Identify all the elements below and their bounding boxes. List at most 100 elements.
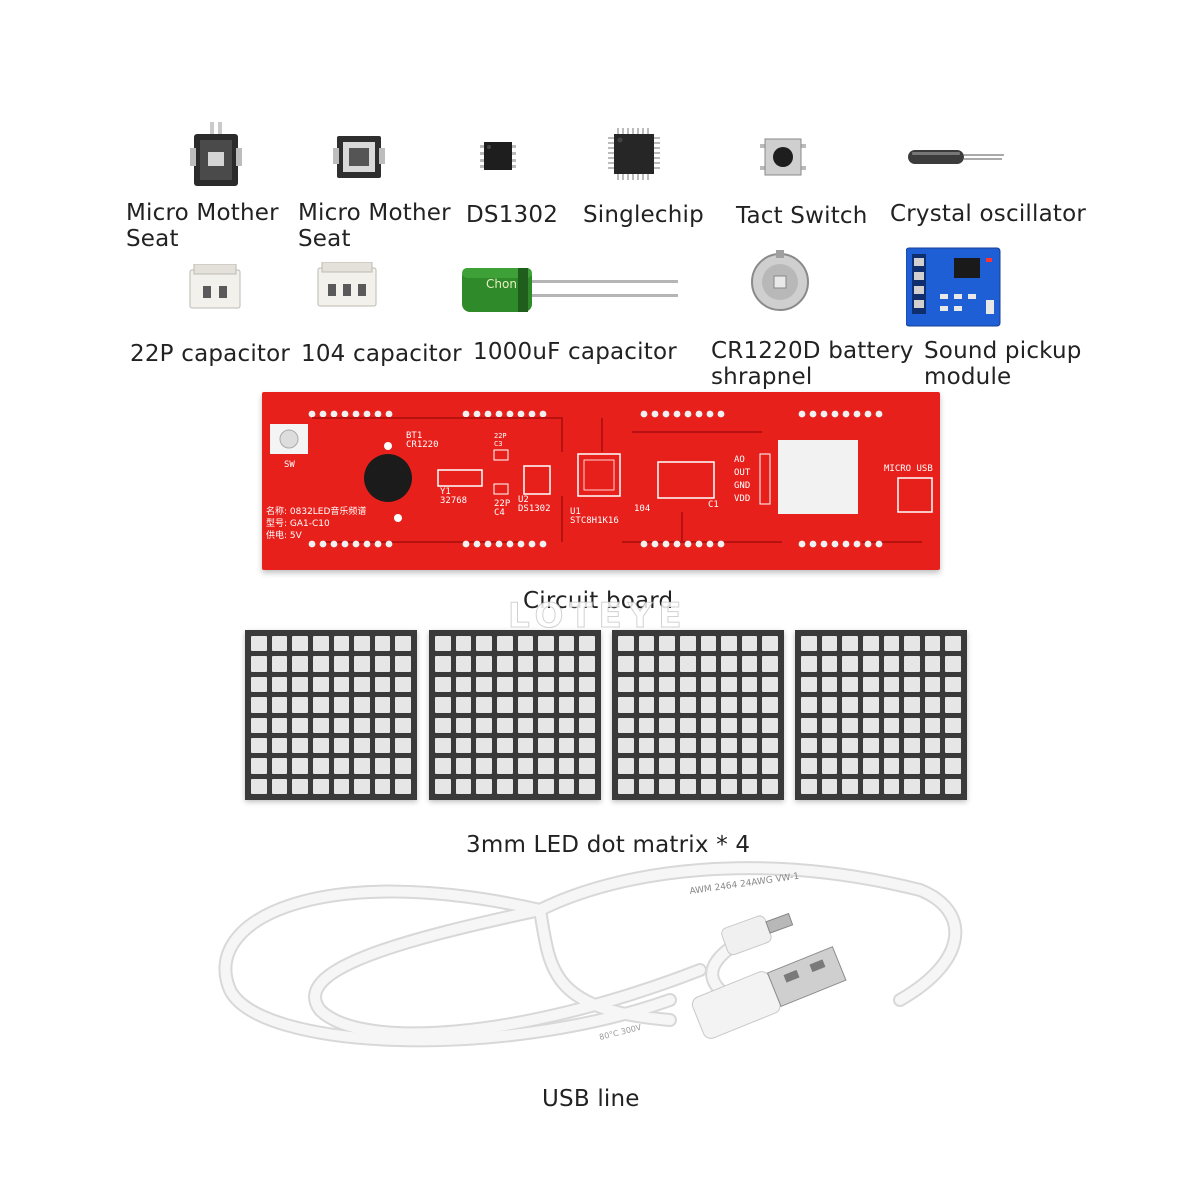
led-dot <box>883 676 900 693</box>
led-dot <box>721 778 737 794</box>
led-dot <box>538 676 554 693</box>
led-dot <box>801 758 817 774</box>
led-dot <box>638 676 655 693</box>
led-dot <box>659 636 675 652</box>
led-dot <box>762 758 778 774</box>
led-dot <box>862 778 879 794</box>
led-dot <box>312 697 329 713</box>
led-dot <box>700 676 717 693</box>
led-dot <box>862 676 879 693</box>
pcb-silk-power: 供电: 5V <box>266 531 302 541</box>
led-dot <box>762 697 778 713</box>
battery-shrapnel-image <box>748 250 812 314</box>
led-dot <box>924 758 941 774</box>
pcb-pad <box>673 410 681 418</box>
led-dot <box>700 758 717 774</box>
led-dot <box>271 636 288 652</box>
sound-pickup-module-label: Sound pickup module <box>924 338 1082 390</box>
pcb-silk-model: 型号: GA1-C10 <box>266 519 330 529</box>
led-dot <box>579 676 595 693</box>
led-dot <box>455 636 472 652</box>
led-dot <box>374 636 391 652</box>
led-dot <box>862 758 879 774</box>
led-dot <box>679 656 696 672</box>
pcb-pad <box>798 410 806 418</box>
led-dot <box>354 656 370 672</box>
pcb-pad <box>308 540 316 548</box>
pcb-silk-104: 104 <box>634 504 651 514</box>
led-dot <box>659 778 675 794</box>
led-dot <box>496 656 513 672</box>
pcb-pad <box>473 540 481 548</box>
tact-switch-image <box>760 136 806 178</box>
pcb-pad <box>809 540 817 548</box>
pcb-pad <box>319 410 327 418</box>
led-dot <box>762 636 778 652</box>
led-dot <box>435 758 451 774</box>
led-dot <box>821 778 838 794</box>
pcb-silk-battery: BT1 CR1220 <box>406 431 439 450</box>
led-dot <box>292 656 308 672</box>
led-dot <box>517 737 534 754</box>
led-dot <box>354 676 370 693</box>
pcb-pad <box>651 540 659 548</box>
led-dot <box>741 758 758 774</box>
led-dot <box>496 676 513 693</box>
singlechip-image <box>608 128 660 180</box>
pcb-pad <box>640 540 648 548</box>
led-dot <box>862 656 879 672</box>
led-dot <box>721 697 737 713</box>
led-dot <box>455 676 472 693</box>
led-dot <box>659 676 675 693</box>
led-dot <box>435 656 451 672</box>
led-dot <box>618 758 634 774</box>
pcb-silk-c4: 22P C4 <box>494 499 511 518</box>
led-dot <box>862 717 879 733</box>
led-dot <box>945 758 961 774</box>
led-dot <box>945 636 961 652</box>
led-dot <box>333 676 350 693</box>
led-dot <box>476 697 492 713</box>
pcb-pad <box>684 540 692 548</box>
pcb-pad <box>539 540 547 548</box>
micro-mother-seat-2-image <box>333 134 385 180</box>
led-dot <box>538 697 554 713</box>
led-dot <box>638 636 655 652</box>
led-dot <box>904 737 920 754</box>
led-dot <box>579 758 595 774</box>
led-dot <box>455 778 472 794</box>
pcb-pad <box>484 540 492 548</box>
led-dot <box>924 697 941 713</box>
singlechip-label: Singlechip <box>583 202 704 228</box>
led-dot <box>904 758 920 774</box>
led-dot <box>821 636 838 652</box>
led-dot <box>271 717 288 733</box>
crystal-oscillator-image <box>908 148 1004 166</box>
pcb-pad <box>640 410 648 418</box>
pcb-pad <box>352 540 360 548</box>
capacitor-22p-image <box>188 264 242 312</box>
led-dot <box>476 737 492 754</box>
pcb-pad <box>363 410 371 418</box>
led-dot <box>251 656 267 672</box>
pcb-pad <box>363 540 371 548</box>
led-dot <box>618 778 634 794</box>
led-dot <box>659 737 675 754</box>
led-dot <box>659 697 675 713</box>
pcb-pad <box>853 540 861 548</box>
led-dot <box>333 717 350 733</box>
pcb-pad <box>341 410 349 418</box>
led-dot <box>741 636 758 652</box>
led-dot <box>821 676 838 693</box>
led-dot <box>842 717 858 733</box>
led-dot <box>312 676 329 693</box>
led-dot <box>883 737 900 754</box>
led-dot <box>945 697 961 713</box>
led-dot <box>721 676 737 693</box>
led-dot <box>476 636 492 652</box>
capacitor-104-image <box>316 262 378 310</box>
led-dot <box>292 737 308 754</box>
led-dot <box>312 737 329 754</box>
pcb-pad <box>517 540 525 548</box>
led-dot <box>904 636 920 652</box>
